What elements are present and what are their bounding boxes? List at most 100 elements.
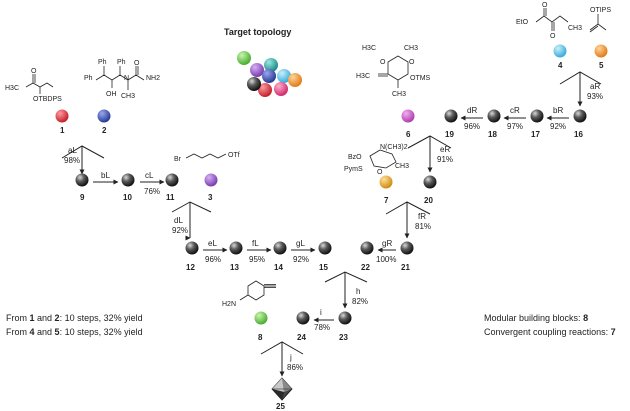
- step-h-yield: 82%: [352, 297, 368, 306]
- step-bR-yield: 92%: [550, 122, 566, 131]
- step-cR-label: cR: [510, 106, 520, 115]
- s6-ch3b-label: CH3: [392, 91, 406, 98]
- compound-16-label: 16: [574, 130, 583, 139]
- step-i-label: i: [320, 308, 322, 317]
- cluster-bead-red: [258, 83, 272, 97]
- s3-br-label: Br: [174, 156, 182, 163]
- step-aR-label: aR: [590, 82, 600, 91]
- s4-ch3-label: CH3: [568, 25, 582, 32]
- compound-9-sphere: [75, 173, 89, 187]
- step-gR-label: gR: [382, 239, 392, 248]
- fn-r2-label: Convergent coupling reactions:: [484, 327, 611, 337]
- compound-13-sphere: [229, 241, 243, 255]
- compound-7-label: 7: [384, 196, 389, 205]
- structure-6: H3C CH3 O O H3C CH3 OTMS: [356, 45, 431, 98]
- compound-10-label: 10: [123, 193, 132, 202]
- compound-24-sphere: [296, 311, 310, 325]
- compound-16-sphere: [573, 109, 587, 123]
- s7-bzo-label: BzO: [348, 154, 362, 161]
- s2-oh-label: OH: [106, 91, 117, 98]
- compound-21-label: 21: [401, 263, 410, 272]
- s6-ch3-label: CH3: [404, 45, 418, 52]
- svg-text:O: O: [134, 60, 140, 67]
- structure-4: O O EtO CH3: [516, 2, 582, 40]
- compound-3-label: 3: [208, 193, 213, 202]
- step-j-yield: 86%: [287, 363, 303, 372]
- compound-22-label: 22: [361, 263, 370, 272]
- fn-l2-and: and: [34, 327, 55, 337]
- compound-10-sphere: [121, 173, 135, 187]
- compound-18-sphere: [487, 109, 501, 123]
- compound-20-label: 20: [424, 196, 433, 205]
- structure-2: O Ph Ph Ph N OH CH3 NH2: [84, 59, 160, 100]
- svg-text:O: O: [550, 33, 556, 40]
- cluster-bead-orange: [288, 73, 302, 87]
- step-gL-yield: 92%: [293, 255, 309, 264]
- s2-nh2-label: NH2: [146, 75, 160, 82]
- cluster-bead-cyan: [277, 69, 291, 83]
- s6-o2-label: O: [409, 59, 415, 66]
- step-dR-label: dR: [467, 106, 477, 115]
- compound-25-label: 25: [276, 402, 285, 411]
- compound-5-sphere: [594, 44, 608, 58]
- compound-23-sphere: [338, 311, 352, 325]
- compound-19-label: 19: [445, 130, 454, 139]
- compound-9-label: 9: [80, 193, 85, 202]
- compound-15-sphere: [318, 241, 332, 255]
- step-gR-yield: 100%: [376, 255, 396, 264]
- step-dL-yield: 92%: [172, 226, 188, 235]
- fn-l1-from: From: [6, 313, 30, 323]
- s5-otips-label: OTIPS: [590, 7, 611, 14]
- footnote-right-1: Modular building blocks: 8: [484, 313, 588, 324]
- structure-7: N(CH3)2 BzO PymS O CH3: [344, 144, 409, 176]
- cluster-bead-purple: [250, 63, 264, 77]
- svg-text:O: O: [542, 2, 548, 9]
- compound-4-label: 4: [558, 61, 563, 70]
- step-bL-label: bL: [101, 171, 110, 180]
- svg-text:O: O: [31, 68, 37, 75]
- s8-h2n-label: H2N: [222, 301, 236, 308]
- compound-4-sphere: [553, 44, 567, 58]
- step-eL-yield: 96%: [205, 255, 221, 264]
- footnote-left-1: From 1 and 2: 10 steps, 32% yield: [6, 313, 143, 324]
- cluster-bead-pink: [274, 82, 288, 96]
- step-fR-yield: 81%: [415, 222, 431, 231]
- s4-eto-label: EtO: [516, 19, 529, 26]
- step-aR-yield: 93%: [587, 92, 603, 101]
- cluster-bead-green: [237, 51, 251, 65]
- s6-otms-label: OTMS: [410, 75, 431, 82]
- compound-2-label: 2: [102, 126, 107, 135]
- step-dL-label: dL: [174, 216, 183, 225]
- cluster-bead-teal: [264, 58, 278, 72]
- fn-l1-a: 1: [29, 313, 35, 323]
- compound-8-sphere: [254, 311, 268, 325]
- fn-r2-value: 7: [610, 327, 616, 337]
- compound-20-sphere: [423, 175, 437, 189]
- s6-h3c2-label: H3C: [356, 73, 370, 80]
- s3-otf-label: OTf: [228, 152, 240, 159]
- compound-1-label: 1: [60, 126, 65, 135]
- compound-14-sphere: [273, 241, 287, 255]
- compound-24-label: 24: [297, 333, 306, 342]
- compound-22-sphere: [360, 241, 374, 255]
- compound-18-label: 18: [488, 130, 497, 139]
- compound-14-label: 14: [274, 263, 283, 272]
- step-cL-yield: 76%: [144, 187, 160, 196]
- compound-11-sphere: [165, 173, 179, 187]
- step-eR-yield: 91%: [437, 155, 453, 164]
- step-bR-label: bR: [553, 106, 563, 115]
- compound-7-sphere: [379, 175, 393, 189]
- compound-21-sphere: [400, 241, 414, 255]
- s2-ph2-label: Ph: [98, 59, 107, 66]
- fn-l1-and: and: [34, 313, 55, 323]
- compound-19-sphere: [444, 109, 458, 123]
- compound-17-sphere: [530, 109, 544, 123]
- s2-ch3-label: CH3: [121, 93, 135, 100]
- compound-1-sphere: [55, 109, 69, 123]
- compound-11-label: 11: [166, 193, 175, 202]
- compound-6-label: 6: [406, 130, 411, 139]
- fn-l2-b: 5: [54, 327, 60, 337]
- s2-n-label: N: [124, 75, 129, 82]
- step-aL-label: aL: [68, 146, 77, 155]
